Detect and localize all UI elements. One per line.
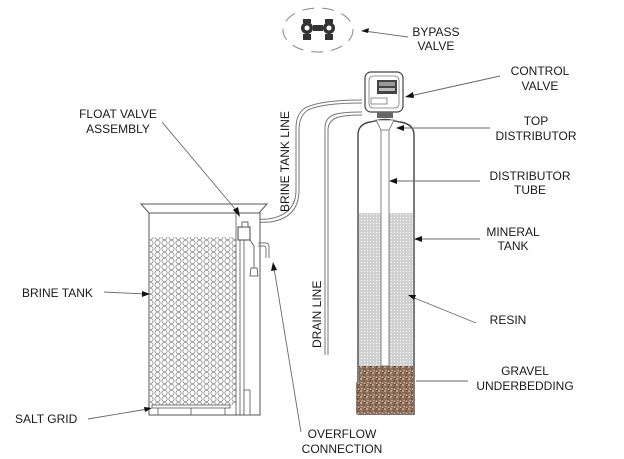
label-overflow-connection-2: CONNECTION bbox=[302, 442, 383, 456]
label-overflow-connection-1: OVERFLOW bbox=[308, 427, 377, 441]
leader-brine-tank bbox=[103, 291, 150, 297]
distributor-tube bbox=[375, 119, 395, 367]
mineral-tank bbox=[356, 118, 415, 415]
brine-tank-lid bbox=[139, 203, 269, 214]
bypass-highlight-ellipse bbox=[282, 7, 354, 53]
label-top-distributor-1: TOP bbox=[524, 114, 548, 128]
label-distributor-tube-2: TUBE bbox=[514, 183, 546, 197]
label-distributor-tube-1: DISTRIBUTOR bbox=[489, 169, 570, 183]
leader-float-valve bbox=[161, 121, 240, 217]
label-bypass-valve-2: VALVE bbox=[418, 39, 455, 53]
leader-distributor-tube bbox=[389, 178, 480, 184]
leader-top-distributor bbox=[396, 125, 490, 131]
bypass-valve-icon bbox=[301, 19, 335, 40]
leader-overflow-connection bbox=[271, 262, 302, 433]
brine-tank bbox=[139, 203, 270, 416]
bypass-valve bbox=[282, 7, 354, 53]
label-drain-line: DRAIN LINE bbox=[310, 281, 324, 348]
label-control-valve-2: VALVE bbox=[522, 79, 559, 93]
salt-grid bbox=[151, 404, 231, 415]
control-valve bbox=[364, 71, 404, 118]
label-bypass-valve-1: BYPASS bbox=[412, 25, 459, 39]
drain-line-pipe bbox=[324, 111, 363, 355]
label-control-valve-1: CONTROL bbox=[511, 64, 570, 78]
label-float-valve-2: ASSEMBLY bbox=[86, 122, 150, 136]
label-gravel-underbedding-2: UNDERBEDDING bbox=[476, 379, 573, 393]
leader-bypass-valve bbox=[361, 28, 409, 38]
brine-tank-line-pipe bbox=[244, 99, 363, 224]
label-salt-grid: SALT GRID bbox=[15, 412, 78, 426]
overflow-connection-pipe bbox=[258, 242, 270, 258]
brine-well bbox=[235, 213, 251, 416]
leader-mineral-tank bbox=[414, 236, 480, 242]
gravel-underbedding bbox=[359, 366, 413, 414]
label-float-valve-1: FLOAT VALVE bbox=[79, 107, 157, 121]
label-top-distributor-2: DISTRIBUTOR bbox=[495, 129, 576, 143]
label-mineral-tank-2: TANK bbox=[497, 239, 528, 253]
label-brine-tank-line: BRINE TANK LINE bbox=[278, 111, 292, 212]
label-resin: RESIN bbox=[490, 313, 527, 327]
label-brine-tank: BRINE TANK bbox=[22, 286, 93, 300]
label-gravel-underbedding-1: GRAVEL bbox=[501, 364, 549, 378]
leader-salt-grid bbox=[87, 407, 152, 420]
leader-control-valve bbox=[405, 75, 501, 98]
label-mineral-tank-1: MINERAL bbox=[486, 225, 540, 239]
salt-fill bbox=[150, 237, 236, 405]
float-valve-assembly bbox=[237, 221, 259, 277]
leader-resin bbox=[408, 295, 477, 324]
